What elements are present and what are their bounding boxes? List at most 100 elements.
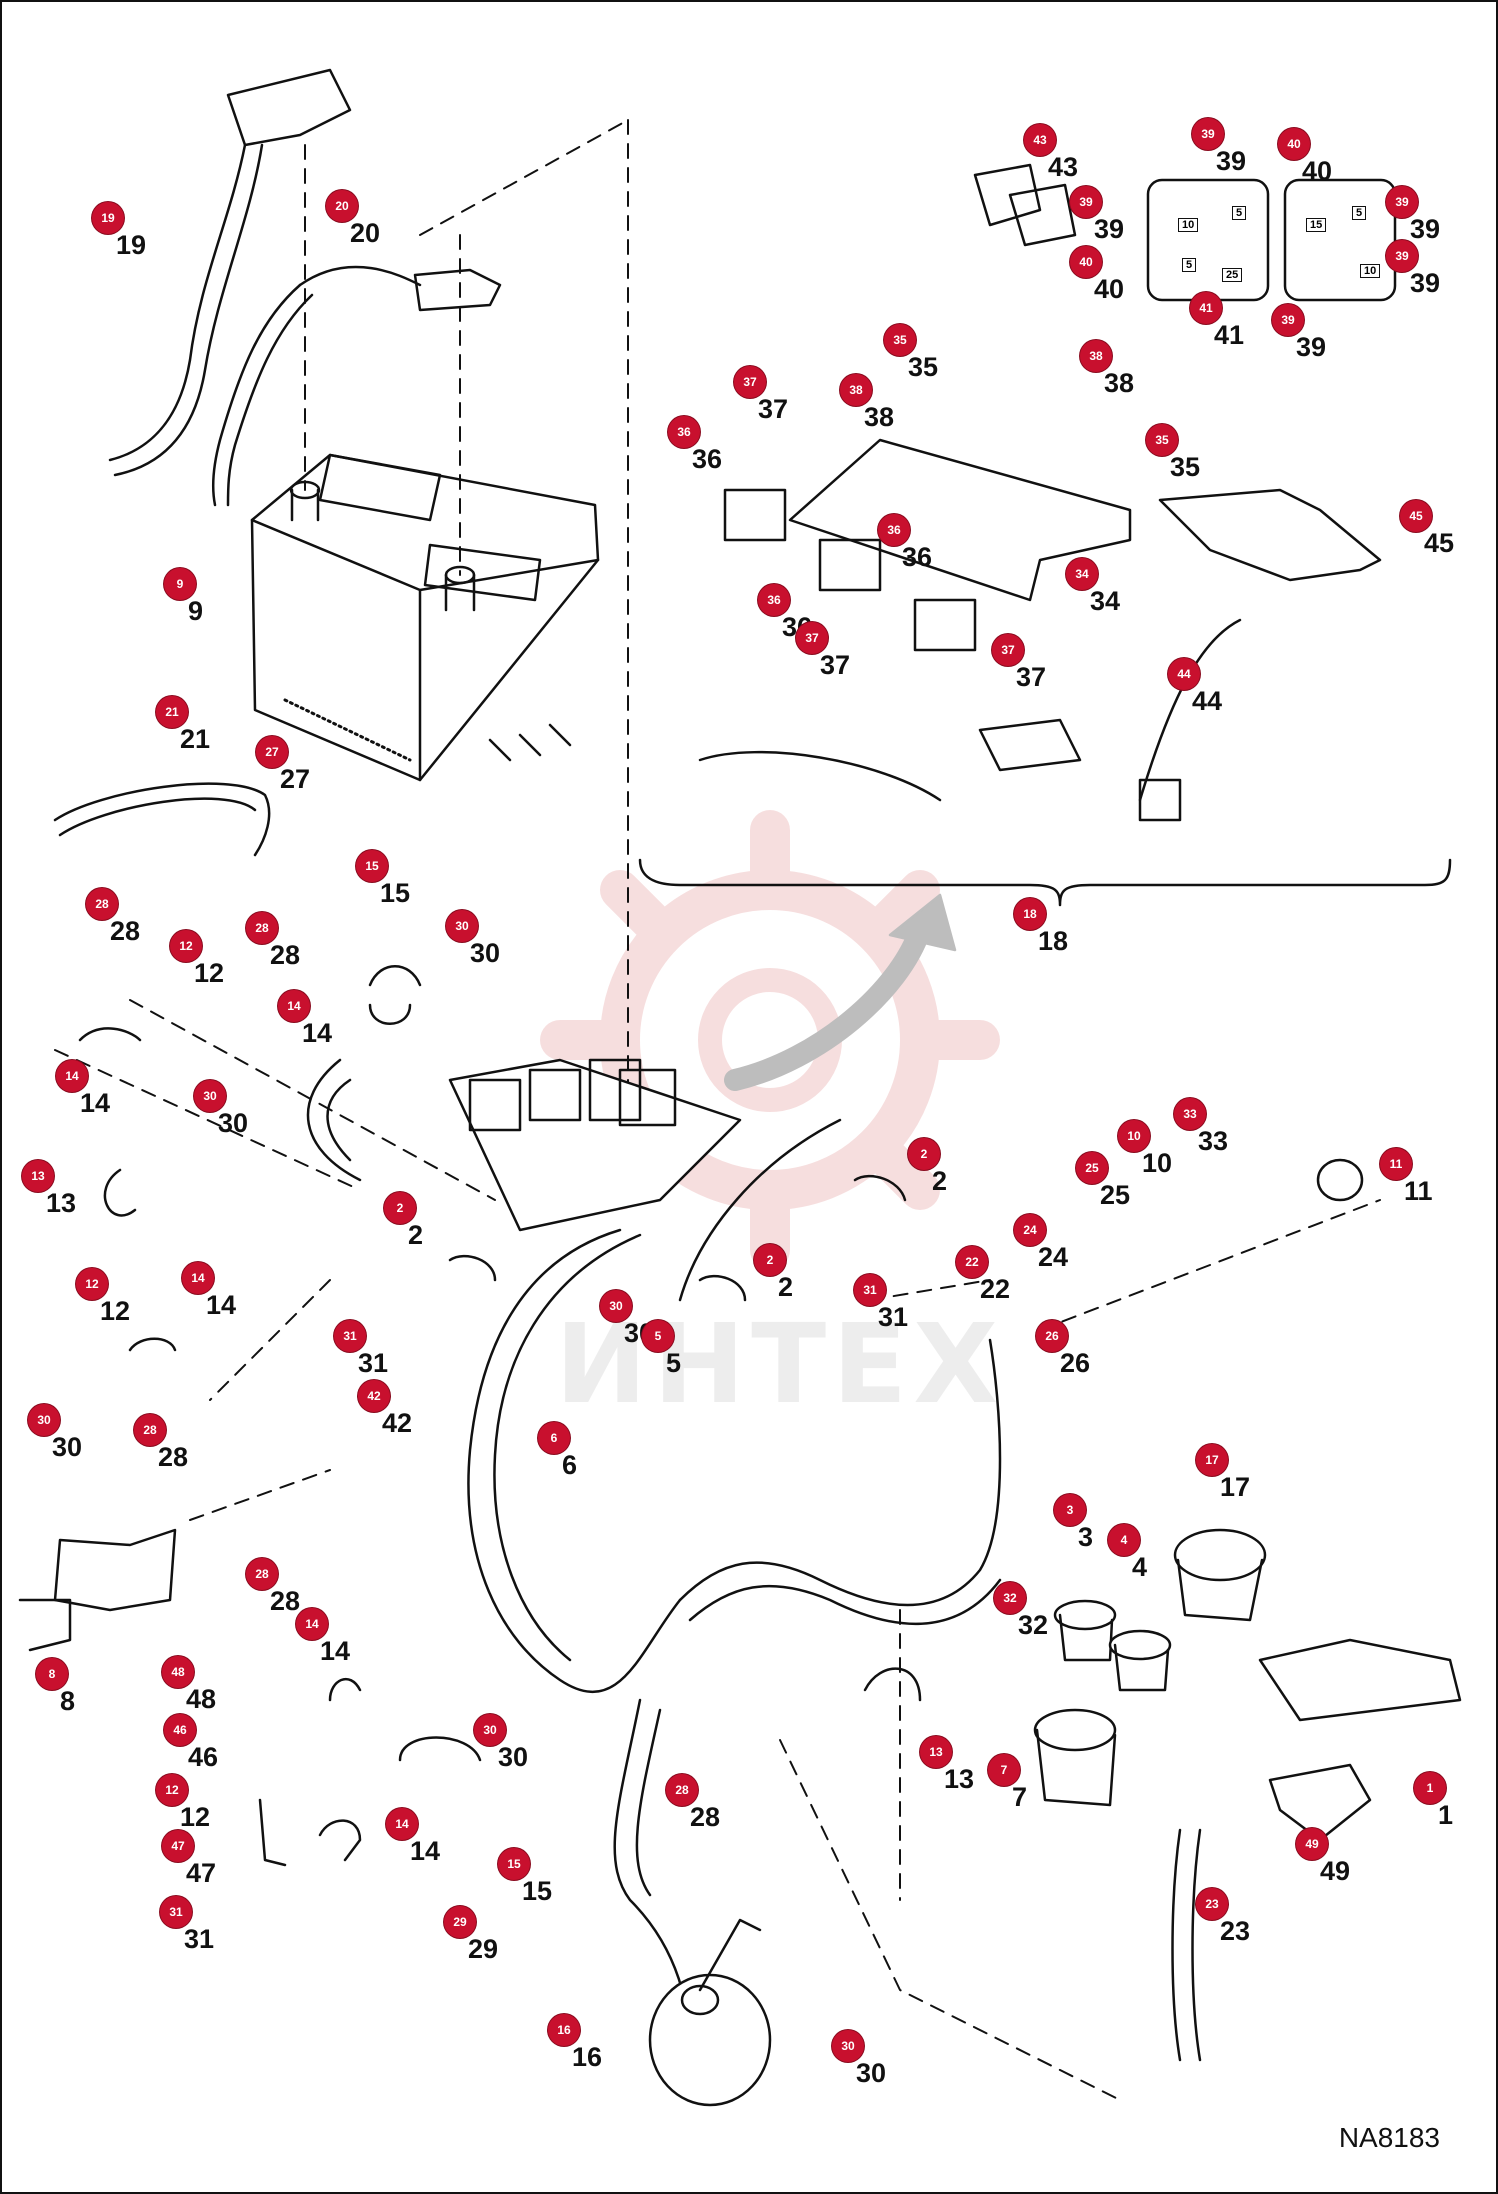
callout-badge[interactable]: 37 <box>796 622 828 654</box>
callout-badge[interactable]: 30 <box>832 2030 864 2062</box>
callout-badge[interactable]: 4 <box>1108 1524 1140 1556</box>
callout-badge[interactable]: 3 <box>1054 1494 1086 1526</box>
callout-number: 30 <box>470 938 501 968</box>
callout-number: 28 <box>270 940 301 970</box>
callout-badge[interactable]: 30 <box>446 910 478 942</box>
callout-badge[interactable]: 26 <box>1036 1320 1068 1352</box>
callout-badge[interactable]: 28 <box>666 1774 698 1806</box>
callout-badge[interactable]: 47 <box>162 1830 194 1862</box>
callout-badge[interactable]: 29 <box>444 1906 476 1938</box>
callout-badge[interactable]: 13 <box>920 1736 952 1768</box>
callout-badge[interactable]: 38 <box>1080 340 1112 372</box>
callout-badge[interactable]: 23 <box>1196 1888 1228 1920</box>
callout-badge[interactable]: 46 <box>164 1714 196 1746</box>
callout-number: 26 <box>1060 1348 1091 1378</box>
callout-badge[interactable]: 22 <box>956 1246 988 1278</box>
callout-badge[interactable]: 15 <box>356 850 388 882</box>
callout-number: 32 <box>1018 1610 1049 1640</box>
callout-number: 40 <box>1302 156 1333 186</box>
callout-number: 39 <box>1216 146 1247 176</box>
callout-badge[interactable]: 35 <box>1146 424 1178 456</box>
callout-badge[interactable]: 7 <box>988 1754 1020 1786</box>
callout-badge[interactable]: 41 <box>1190 292 1222 324</box>
callout-badge[interactable]: 38 <box>840 374 872 406</box>
callout-badge[interactable]: 39 <box>1192 118 1224 150</box>
callout-badge[interactable]: 27 <box>256 736 288 768</box>
callout-badge[interactable]: 17 <box>1196 1444 1228 1476</box>
callout-badge[interactable]: 49 <box>1296 1828 1328 1860</box>
callout-badge[interactable]: 36 <box>878 514 910 546</box>
callout-badge[interactable]: 34 <box>1066 558 1098 590</box>
callout-number: 28 <box>270 1586 301 1616</box>
callout-badge[interactable]: 1 <box>1414 1772 1446 1804</box>
callout-badge[interactable]: 25 <box>1076 1152 1108 1184</box>
callout-badge[interactable]: 28 <box>246 912 278 944</box>
callout-badge[interactable]: 35 <box>884 324 916 356</box>
callout-badge[interactable]: 24 <box>1014 1214 1046 1246</box>
callout-number: 3 <box>1078 1522 1094 1552</box>
callout-badge[interactable]: 33 <box>1174 1098 1206 1130</box>
callout-number: 7 <box>1012 1782 1028 1812</box>
callout-badge[interactable]: 30 <box>28 1404 60 1436</box>
callout-badge[interactable]: 14 <box>278 990 310 1022</box>
callout-badge[interactable]: 12 <box>76 1268 108 1300</box>
callout-badge[interactable]: 19 <box>92 202 124 234</box>
callout-badge[interactable]: 21 <box>156 696 188 728</box>
callout-badge[interactable]: 2 <box>908 1138 940 1170</box>
callout-badge[interactable]: 14 <box>386 1808 418 1840</box>
callout-badge[interactable]: 8 <box>36 1658 68 1690</box>
callout-badge[interactable]: 15 <box>498 1848 530 1880</box>
callout-badge[interactable]: 14 <box>296 1608 328 1640</box>
callout-badge[interactable]: 44 <box>1168 658 1200 690</box>
callout-badge[interactable]: 40 <box>1070 246 1102 278</box>
callout-badge[interactable]: 12 <box>156 1774 188 1806</box>
callout-badge[interactable]: 2 <box>754 1244 786 1276</box>
callout-badge[interactable]: 37 <box>992 634 1024 666</box>
callout-badge[interactable]: 11 <box>1380 1148 1412 1180</box>
callout-badge[interactable]: 39 <box>1272 304 1304 336</box>
main-wiring-harness <box>306 1058 1202 2062</box>
callout-badge[interactable]: 36 <box>758 584 790 616</box>
callout-badge[interactable]: 14 <box>56 1060 88 1092</box>
callout-badge[interactable]: 36 <box>668 416 700 448</box>
callout-badge[interactable]: 6 <box>538 1422 570 1454</box>
callout-badge[interactable]: 30 <box>600 1290 632 1322</box>
callout-badge[interactable]: 31 <box>334 1320 366 1352</box>
callout-badge[interactable]: 48 <box>162 1656 194 1688</box>
callout-badge[interactable]: 28 <box>86 888 118 920</box>
callout-badge[interactable]: 40 <box>1278 128 1310 160</box>
callout-badge[interactable]: 43 <box>1024 124 1056 156</box>
callout-badge[interactable]: 39 <box>1386 240 1418 272</box>
callout-badge[interactable]: 30 <box>194 1080 226 1112</box>
callout-badge[interactable]: 5 <box>642 1320 674 1352</box>
callout-badge[interactable]: 30 <box>474 1714 506 1746</box>
callout-badge[interactable]: 9 <box>164 568 196 600</box>
callout-badge[interactable]: 16 <box>548 2014 580 2046</box>
callout-badge[interactable]: 10 <box>1118 1120 1150 1152</box>
callout-badge[interactable]: 14 <box>182 1262 214 1294</box>
callout-badge[interactable]: 45 <box>1400 500 1432 532</box>
callout-badge[interactable]: 32 <box>994 1582 1026 1614</box>
callout-badge[interactable]: 39 <box>1386 186 1418 218</box>
callout-badge[interactable]: 28 <box>246 1558 278 1590</box>
callout-badge[interactable]: 37 <box>734 366 766 398</box>
callout-badge[interactable]: 31 <box>854 1274 886 1306</box>
callout-badge[interactable]: 13 <box>22 1160 54 1192</box>
callout-badge[interactable]: 28 <box>134 1414 166 1446</box>
callout-badge[interactable]: 2 <box>384 1192 416 1224</box>
callout-badge[interactable]: 39 <box>1070 186 1102 218</box>
callout-badge[interactable]: 31 <box>160 1896 192 1928</box>
callout-badge[interactable]: 12 <box>170 930 202 962</box>
callout-badge[interactable]: 18 <box>1014 898 1046 930</box>
callout-badge[interactable]: 20 <box>326 190 358 222</box>
callout-number: 11 <box>1404 1176 1433 1206</box>
callout-badge[interactable]: 42 <box>358 1380 390 1412</box>
